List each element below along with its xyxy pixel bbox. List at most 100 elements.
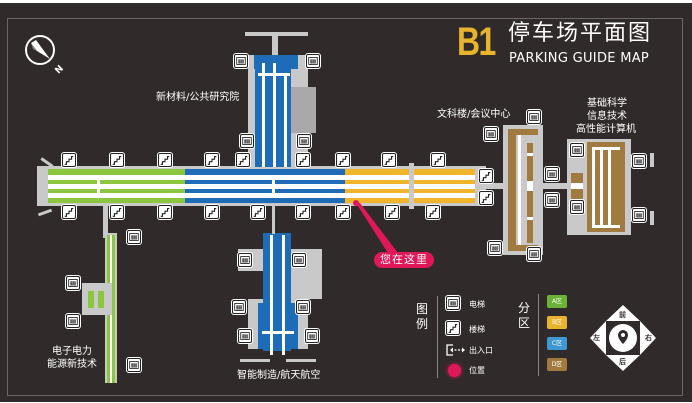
south-connector — [272, 206, 275, 234]
building-label-sw-2: 能源新技术 — [47, 359, 97, 370]
map-frame — [7, 18, 683, 396]
north-building-side — [288, 87, 316, 133]
elevator-icon[interactable] — [632, 208, 646, 222]
stairs-icon[interactable] — [385, 205, 399, 219]
elevator-icon[interactable] — [484, 127, 498, 141]
stairs-icon[interactable] — [110, 153, 124, 167]
stairs-icon[interactable] — [251, 205, 265, 219]
aisle — [592, 225, 620, 228]
sw-wing — [82, 283, 112, 315]
elevator-icon[interactable] — [238, 329, 252, 343]
north-compass-icon — [23, 33, 57, 67]
legend-entrance-label: 出入口 — [469, 346, 493, 355]
aisle — [185, 193, 345, 198]
elevator-icon[interactable] — [527, 110, 541, 124]
elevator-icon[interactable] — [127, 230, 141, 244]
stairs-icon[interactable] — [336, 205, 350, 219]
elevator-icon[interactable] — [527, 247, 541, 261]
building-label-sw-1: 电子电力 — [52, 346, 92, 357]
zones-title-1: 分 — [518, 301, 531, 315]
direction-pad-shape — [590, 305, 656, 371]
stairs-icon[interactable] — [296, 153, 310, 167]
map-subtitle: PARKING GUIDE MAP — [509, 51, 650, 66]
aisle — [185, 175, 345, 180]
elevator-icon[interactable] — [238, 253, 252, 267]
far-east-ramp — [650, 211, 654, 225]
sw-wing-parking — [88, 291, 94, 308]
stairs-icon[interactable] — [479, 191, 493, 205]
south-ramp-right — [286, 359, 316, 362]
map-title: 停车场平面图 — [508, 21, 653, 46]
direction-pad: 前 后 左 右 — [588, 303, 658, 373]
elevator-icon[interactable] — [234, 54, 248, 68]
stairs-icon[interactable] — [205, 205, 219, 219]
elevator-icon[interactable] — [66, 314, 80, 328]
stairs-icon[interactable] — [431, 153, 445, 167]
aisle — [284, 73, 287, 167]
building-label-south: 智能制造/航天航空 — [237, 370, 321, 381]
elevator-icon[interactable] — [570, 143, 584, 157]
zones-divider — [538, 294, 539, 376]
elevator-icon[interactable] — [296, 300, 310, 314]
aisle — [48, 184, 185, 189]
elevator-icon[interactable] — [232, 300, 246, 314]
elevator-icon[interactable] — [292, 253, 306, 267]
north-ramp-stem — [272, 35, 278, 57]
sw-wing-parking — [98, 291, 104, 308]
stairs-icon[interactable] — [336, 153, 350, 167]
aisle — [258, 73, 290, 76]
stairs-icon[interactable] — [110, 205, 124, 219]
legend-divider — [437, 296, 438, 378]
aisle — [527, 153, 533, 156]
direction-back: 后 — [619, 358, 626, 366]
elevator-icon[interactable] — [545, 193, 559, 207]
stairs-icon[interactable] — [479, 169, 493, 183]
aisle — [518, 135, 521, 245]
elevator-icon[interactable] — [306, 54, 320, 68]
stairs-icon — [446, 321, 460, 335]
building-label-far-east-3: 高性能计算机 — [576, 124, 636, 135]
building-label-east-wing: 文科楼/会议中心 — [437, 109, 511, 120]
elevator-icon[interactable] — [66, 276, 80, 290]
stairs-icon[interactable] — [62, 205, 76, 219]
elevator-icon[interactable] — [127, 358, 141, 372]
entrance-exit-icon — [446, 344, 465, 356]
elevator-icon[interactable] — [545, 167, 559, 181]
aisle — [48, 193, 185, 198]
stairs-icon[interactable] — [382, 153, 396, 167]
direction-front: 前 — [619, 311, 626, 319]
aisle — [409, 163, 414, 209]
stairs-icon[interactable] — [62, 153, 76, 167]
location-dot-icon — [448, 364, 461, 377]
elevator-icon — [446, 296, 460, 310]
you-are-here-label: 您在这里 — [374, 252, 434, 268]
far-east-ramp — [650, 153, 654, 167]
zone-chip-b: B区 — [547, 316, 567, 329]
stairs-icon[interactable] — [205, 153, 219, 167]
elevator-icon[interactable] — [570, 200, 584, 214]
building-label-far-east-2: 信息技术 — [587, 111, 627, 122]
aisle — [592, 147, 620, 150]
east-wing-parking — [508, 129, 516, 251]
direction-right: 右 — [645, 334, 652, 342]
east-wing-parking — [508, 129, 538, 135]
elevator-icon[interactable] — [240, 134, 254, 148]
stairs-icon[interactable] — [426, 205, 440, 219]
parking-map-board: B1 停车场平面图 PARKING GUIDE MAP N — [0, 3, 692, 402]
elevator-icon[interactable] — [488, 241, 502, 255]
elevator-icon[interactable] — [632, 154, 646, 168]
stairs-icon[interactable] — [158, 153, 172, 167]
stairs-icon[interactable] — [158, 205, 172, 219]
floor-label: B1 — [457, 20, 496, 64]
aisle — [592, 147, 595, 227]
zone-chip-d: D区 — [547, 358, 567, 371]
aisle — [185, 184, 345, 189]
stairs-icon[interactable] — [296, 205, 310, 219]
legend-title-2: 例 — [416, 317, 429, 331]
aisle — [262, 63, 265, 167]
aisle — [48, 175, 185, 180]
aisle — [270, 235, 273, 355]
stairs-icon[interactable] — [236, 153, 250, 167]
elevator-icon[interactable] — [297, 134, 311, 148]
elevator-icon[interactable] — [305, 329, 319, 343]
